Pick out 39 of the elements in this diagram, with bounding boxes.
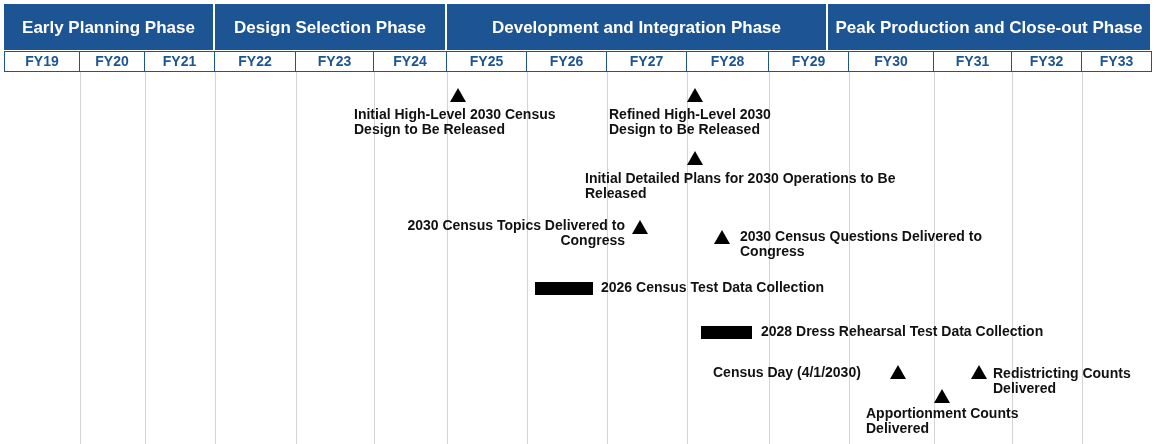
milestone-label: Census Day (4/1/2030): [713, 365, 861, 380]
year-header-cell: FY26: [527, 51, 607, 72]
year-header-cell: FY28: [687, 51, 769, 72]
milestone-triangle: [890, 365, 906, 379]
year-header-cell: FY25: [447, 51, 527, 72]
milestone-triangle: [687, 88, 703, 102]
year-header-cell: FY20: [80, 51, 145, 72]
activity-label: 2028 Dress Rehearsal Test Data Collection: [761, 324, 1044, 339]
phase-header-band: Design Selection Phase: [215, 4, 447, 50]
milestone-label: Initial High-Level 2030 Census Design to Be Released: [354, 107, 557, 137]
milestone-triangle: [714, 230, 730, 244]
year-header-cell: FY31: [934, 51, 1012, 72]
milestone-triangle: [971, 365, 987, 379]
phase-header-band: Early Planning Phase: [4, 4, 215, 50]
milestone-triangle: [632, 220, 648, 234]
year-header-cell: FY24: [374, 51, 447, 72]
activity-label: 2026 Census Test Data Collection: [601, 280, 825, 295]
milestone-label: Apportionment Counts Delivered: [866, 406, 1020, 436]
year-header-cell: FY29: [769, 51, 849, 72]
milestone-label: Initial Detailed Plans for 2030 Operations to Be Released: [585, 171, 897, 201]
milestone-label: 2030 Census Questions Delivered to Congress: [740, 229, 983, 259]
duration-bar: [535, 282, 593, 295]
year-header-cell: FY27: [607, 51, 687, 72]
milestone-triangle: [687, 151, 703, 165]
phase-header-band: Peak Production and Close-out Phase: [828, 4, 1152, 50]
milestone-label: 2030 Census Topics Delivered to Congress: [406, 218, 625, 248]
year-header-cell: FY22: [215, 51, 296, 72]
milestone-triangle: [934, 389, 950, 403]
milestone-label: Refined High-Level 2030 Design to Be Released: [609, 107, 772, 137]
year-header-cell: FY21: [145, 51, 215, 72]
year-header-cell: FY32: [1012, 51, 1082, 72]
year-header-cell: FY30: [849, 51, 934, 72]
year-header-cell: FY33: [1082, 51, 1152, 72]
year-header-cell: FY23: [296, 51, 374, 72]
milestone-label: Redistricting Counts Delivered: [993, 366, 1132, 396]
year-header-cell: FY19: [4, 51, 80, 72]
phase-header-band: Development and Integration Phase: [447, 4, 828, 50]
milestone-triangle: [450, 88, 466, 102]
duration-bar: [701, 326, 752, 339]
